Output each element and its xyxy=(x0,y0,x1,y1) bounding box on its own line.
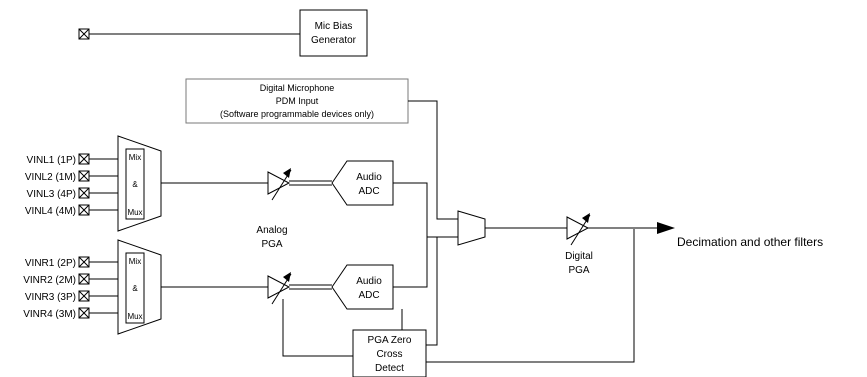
right-adc-line2: ADC xyxy=(358,290,379,301)
left-input-wires xyxy=(89,158,118,211)
input-label-vinr3: VINR3 (3P) xyxy=(25,292,76,303)
right-mux-line1: Mix xyxy=(129,257,141,266)
left-adc-line2: ADC xyxy=(358,186,379,197)
mic-bias-line2: Generator xyxy=(311,35,357,46)
left-adc-to-selector-wire xyxy=(393,182,458,238)
digital-pga-amplifier xyxy=(566,213,591,246)
right-adc-line1: Audio xyxy=(356,276,382,287)
input-selector-mux xyxy=(457,210,486,246)
left-mux-line3: Mux xyxy=(127,208,142,217)
mic-bias-line1: Mic Bias xyxy=(315,21,353,32)
right-mux-line3: Mux xyxy=(127,312,142,321)
digital-pga-label-line1: Digital xyxy=(565,251,593,262)
input-label-vinr1: VINR1 (2P) xyxy=(25,258,76,269)
digital-microphone-block: Digital Microphone PDM Input (Software p… xyxy=(185,78,409,124)
left-mux-line2: & xyxy=(132,180,138,189)
dmic-line2: PDM Input xyxy=(276,96,319,106)
analog-pga-label-line1: Analog xyxy=(256,225,287,236)
digital-pga-feedback-wire xyxy=(426,229,635,363)
right-adc-to-selector-wire xyxy=(393,237,428,288)
input-label-vinl3: VINL3 (4P) xyxy=(27,189,76,200)
pga-zero-cross-detect-block: PGA Zero Cross Detect xyxy=(352,329,427,377)
zero-cross-line1: PGA Zero xyxy=(368,335,412,346)
digital-pga-label-line2: PGA xyxy=(568,265,589,276)
output-arrow-icon xyxy=(657,222,675,234)
dmic-line1: Digital Microphone xyxy=(260,83,335,93)
input-label-vinr2: VINR2 (2M) xyxy=(23,275,76,286)
input-label-vinl1: VINL1 (1P) xyxy=(27,155,76,166)
right-input-wires xyxy=(89,261,118,314)
output-label: Decimation and other filters xyxy=(677,235,823,249)
right-mix-mux-block: Mix & Mux xyxy=(117,239,162,335)
left-adc-line1: Audio xyxy=(356,172,382,183)
zero-cross-to-selector-wire xyxy=(426,237,438,346)
analog-pga-label-line2: PGA xyxy=(261,239,282,250)
right-mux-line2: & xyxy=(132,284,138,293)
right-analog-pga-amplifier xyxy=(267,272,292,305)
right-input-pins xyxy=(78,256,90,319)
dmic-to-selector-wire xyxy=(408,100,458,220)
zero-cross-line2: Cross xyxy=(376,349,402,360)
zero-cross-feedback-wire xyxy=(282,299,353,357)
right-audio-adc-block: Audio ADC xyxy=(331,264,394,310)
input-label-vinr4: VINR4 (3M) xyxy=(23,309,76,320)
mic-bias-pin xyxy=(78,28,90,40)
dmic-line3: (Software programmable devices only) xyxy=(220,109,374,119)
left-analog-pga-amplifier xyxy=(267,168,292,201)
left-input-pins xyxy=(78,153,90,216)
input-label-vinl2: VINL2 (1M) xyxy=(25,172,76,183)
mic-bias-generator-block: Mic Bias Generator xyxy=(299,9,368,57)
left-mux-line1: Mix xyxy=(129,153,141,162)
input-label-vinl4: VINL4 (4M) xyxy=(25,206,76,217)
left-mix-mux-block: Mix & Mux xyxy=(117,135,162,232)
zero-cross-line3: Detect xyxy=(375,363,404,374)
left-audio-adc-block: Audio ADC xyxy=(331,160,394,206)
